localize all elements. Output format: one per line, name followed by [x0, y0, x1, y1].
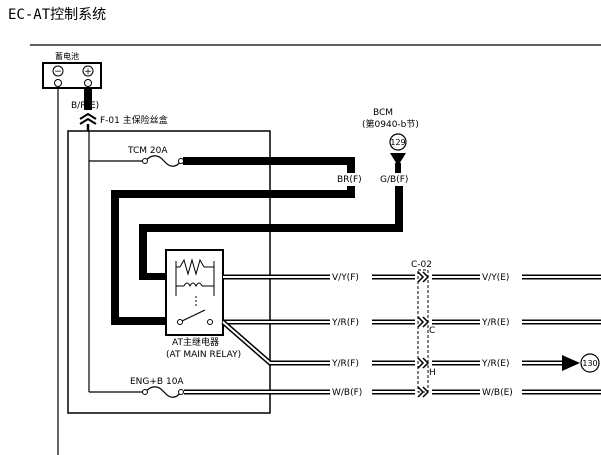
at-main-relay [165, 249, 224, 336]
relay-switch-icon [181, 309, 206, 322]
wb-e-label: W/B(E) [482, 388, 513, 398]
relay-coil-icon [183, 282, 203, 288]
eng-fuse-label: ENG+B 10A [130, 377, 184, 387]
br-heavy-wire [111, 190, 355, 198]
gb-heavy-wire [395, 186, 403, 228]
bcm-pin-label: 129 [390, 138, 405, 147]
battery-neg-icon: − [54, 67, 62, 77]
relay-resistor-icon [179, 258, 205, 276]
relay-label-cn: AT主继电器 [172, 336, 219, 348]
battery-pos-icon: + [84, 67, 92, 77]
wb-f-label: W/B(F) [332, 388, 362, 398]
tcm-fuse-icon [144, 155, 182, 167]
bcm-arrow-icon [390, 153, 406, 166]
gb-wire-label: G/B(F) [380, 175, 408, 185]
yr-f-label-2: Y/R(F) [331, 359, 359, 369]
chevron-connector-icon [79, 112, 97, 131]
fuse-box [67, 130, 271, 414]
connector-label: C-02 [411, 260, 432, 270]
bcm-label: BCM [373, 108, 393, 118]
connector-c02 [417, 269, 429, 393]
arrow-ref-badge [580, 353, 600, 373]
arrow-right-icon [562, 355, 580, 371]
battery: 蓄电池 − + [42, 51, 102, 92]
arrow-ref-label: 130 [582, 359, 597, 368]
connector-pin-c: C [429, 326, 435, 336]
relay-label-en: (AT MAIN RELAY) [166, 350, 241, 360]
connector-pin-h: H [429, 368, 436, 378]
vy-wire [223, 271, 601, 283]
yr-wire-2 [221, 320, 562, 369]
battery-wire-label: B/R(E) [71, 101, 99, 111]
vy-f-label: V/Y(F) [332, 273, 359, 283]
battery-label: 蓄电池 [55, 51, 79, 61]
tcm-heavy-wire [183, 157, 355, 165]
yr-f-label-1: Y/R(F) [331, 318, 359, 328]
tcm-fuse-label: TCM 20A [127, 146, 168, 156]
fuse-box-label: F-01 主保险丝盒 [100, 114, 168, 126]
bcm-ref-label: (第0940-b节) [362, 118, 419, 130]
vy-e-label: V/Y(E) [482, 273, 509, 283]
wb-wire [184, 386, 601, 398]
br-wire-label: BR(F) [337, 175, 362, 185]
yr-e-label-1: Y/R(E) [481, 318, 510, 328]
yr-wire-1 [223, 316, 601, 328]
page-title: EC-AT控制系统 [8, 7, 107, 23]
battery-wire [84, 87, 92, 110]
bcm-pin-badge [389, 133, 407, 151]
eng-fuse-icon [144, 386, 182, 398]
yr-e-label-2: Y/R(E) [481, 359, 510, 369]
